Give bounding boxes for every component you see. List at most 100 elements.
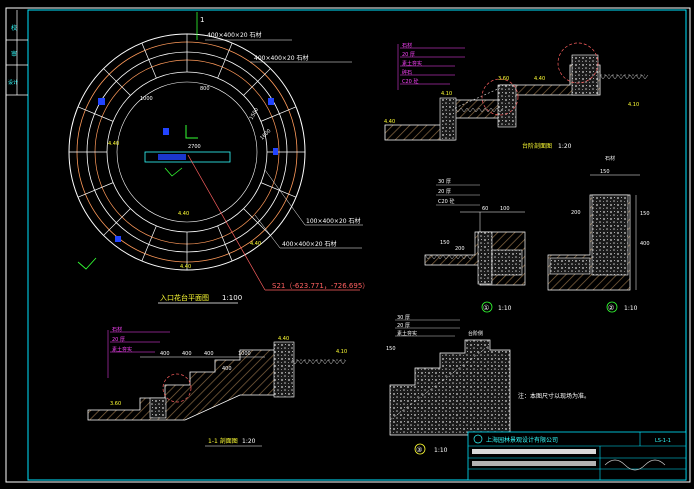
side-label-1: 校 <box>11 24 17 32</box>
note: 30 厚 <box>438 179 451 185</box>
plan-title: 入口花台平面图 <box>160 293 209 302</box>
dim: 60 <box>482 206 488 212</box>
plan-elev: 4.40 <box>250 241 261 247</box>
detail-1-no: ① <box>483 304 489 312</box>
dim-radius: 2700 <box>188 144 201 150</box>
note: C20 砼 <box>402 78 418 85</box>
detail-1: 30 厚 20 厚 C20 砼 60 100 200 150 ① 1:10 <box>424 179 526 313</box>
dim: 400 <box>222 366 232 372</box>
planter-segment-line <box>217 225 233 262</box>
section-bottom-elev: 4.10 <box>336 349 347 355</box>
plan-note-side2: 100×400×20 石材 <box>306 217 361 225</box>
note: 30 厚 <box>397 315 410 321</box>
ground-hatch-tick <box>605 74 613 80</box>
planter-segment-line <box>103 208 131 236</box>
ground-hatch-tick <box>297 359 305 365</box>
inner-frame <box>27 9 687 481</box>
section-top-notes: 石材 20 厚 素土夯实 碎石 C20 砼 <box>397 42 465 90</box>
ground-hatch-tick <box>466 254 474 260</box>
note: 素土夯实 <box>402 60 422 67</box>
dim: 400 <box>204 351 214 357</box>
section-mark-green <box>185 125 198 139</box>
detail-1-mark <box>481 301 493 313</box>
planter-segment-line <box>243 68 271 96</box>
section-bottom-elev: 3.60 <box>110 401 121 407</box>
plan-elev: 4.40 <box>178 211 189 217</box>
ground-hatch-tick <box>454 254 462 260</box>
note: 20 厚 <box>402 52 415 58</box>
ground-hatch-tick <box>472 107 480 113</box>
detail-3-no: ③ <box>416 446 422 454</box>
detail-3-notes: 30 厚 20 厚 素土夯实 <box>395 315 460 337</box>
section-top-elev: 4.10 <box>628 102 639 108</box>
ground-hatch-tick <box>321 359 329 365</box>
detail-2: 150 石材 200 150 400 ② 1:10 <box>547 155 650 313</box>
ground-hatch-tick <box>291 359 299 365</box>
detail-3-remark: 注：本图尺寸以现场为准。 <box>518 392 590 400</box>
dim: 400 <box>640 241 650 247</box>
note: 20 厚 <box>112 337 125 343</box>
section-top-elev: 4.40 <box>384 119 395 125</box>
plan-note-side1: 400×400×20 石材 <box>254 54 309 62</box>
planter-segment-line <box>260 106 297 122</box>
marker-blue <box>273 148 278 155</box>
ground-hatch-tick <box>315 359 323 365</box>
detail-3-scale: 1:10 <box>434 447 448 454</box>
section-top-elev: 4.10 <box>441 91 452 97</box>
coordinate-label: S21（-623.771，-726.695） <box>272 282 369 290</box>
note: 碎石 <box>402 69 412 76</box>
ground-hatch-tick <box>466 107 474 113</box>
section-bottom-scale: 1:20 <box>242 438 256 445</box>
outer-frame <box>5 7 691 483</box>
dim: 400 <box>160 351 170 357</box>
detail-2-mark <box>606 301 618 313</box>
detail-3: 30 厚 20 厚 素土夯实 150 台阶侧 注：本图尺寸以现场为准。 ③ 1:… <box>386 315 590 455</box>
dim: 200 <box>571 210 581 216</box>
ground-hatch-tick <box>303 359 311 365</box>
marker-blue <box>98 98 105 105</box>
circular-plan: 2700 1 S21（-623.771，-726.695） 400×400×20… <box>68 12 369 304</box>
ground-hatch-tick <box>617 74 625 80</box>
ground-hatch-tick <box>460 254 468 260</box>
note: 石材 <box>112 326 122 333</box>
ground-hatch-tick <box>333 359 341 365</box>
note: 素土夯实 <box>112 346 132 353</box>
plan-elev: 4.40 <box>108 141 119 147</box>
ground-hatch-tick <box>442 254 450 260</box>
plan-dim: 800 <box>200 86 210 92</box>
ground-hatch-tick <box>490 107 498 113</box>
section-top-elev: 4.40 <box>534 76 545 82</box>
side-label-2: 审 <box>11 50 17 58</box>
note: 素土夯实 <box>397 330 417 337</box>
leader-coordinate <box>187 154 266 291</box>
section-mark-number: 1 <box>200 16 204 24</box>
section-bottom-elev: 4.40 <box>278 336 289 342</box>
plan-dim: 1000 <box>140 96 153 102</box>
ground-hatch-tick <box>424 254 432 260</box>
ground-hatch-tick <box>460 107 468 113</box>
plan-note-side3: 400×400×20 石材 <box>282 240 337 248</box>
dim: 200 <box>455 246 465 252</box>
ground-hatch-tick <box>496 107 504 113</box>
planter-segment-line <box>141 225 157 262</box>
section-bottom-title: 1-1 剖面图 <box>208 437 238 445</box>
note: 石材 <box>402 42 412 49</box>
detail-3-dim: 150 <box>386 346 396 352</box>
note: C20 砼 <box>438 198 454 205</box>
dim: 150 <box>600 169 610 175</box>
section-bottom-notes: 石材 20 厚 素土夯实 <box>107 326 170 378</box>
note: 20 厚 <box>438 189 451 195</box>
ground-hatch-tick <box>309 359 317 365</box>
section-top: 4.40 4.10 4.40 3.60 4.10 石材 20 厚 素土夯实 碎石… <box>384 42 645 150</box>
ground-hatch-tick <box>599 74 607 80</box>
planter-segment-line <box>103 68 131 96</box>
center-bench <box>144 151 231 163</box>
detail-3-mark <box>414 443 426 455</box>
drawing-number: LS-1-1 <box>655 438 671 444</box>
ground-hatch-tick <box>339 359 347 365</box>
dim: 150 <box>440 240 450 246</box>
side-label-3: 设计 <box>8 79 18 86</box>
ground-hatch-tick <box>611 74 619 80</box>
side-strip: 校 审 设计 <box>6 10 28 96</box>
